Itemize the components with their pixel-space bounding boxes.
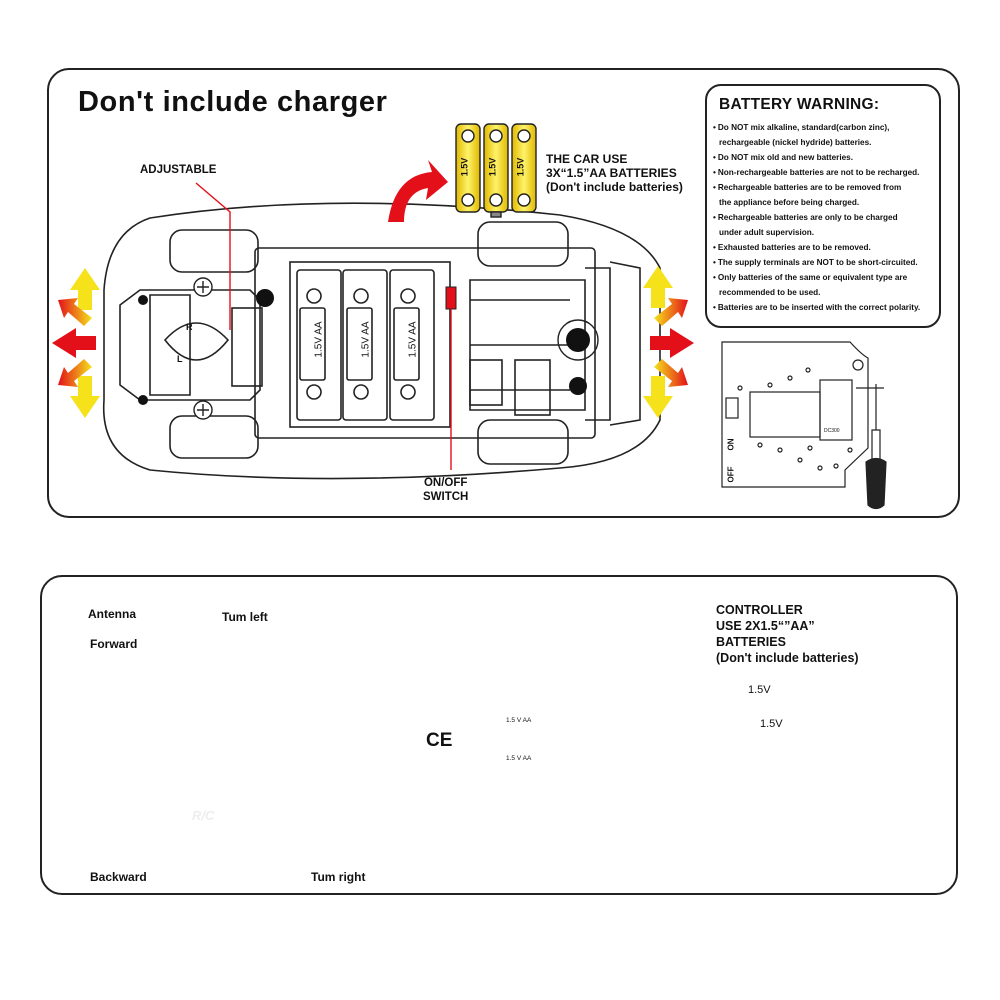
controller-battery-note: CONTROLLER USE 2X1.5“”AA” BATTERIES (Don… — [716, 602, 859, 666]
car-cell-label: 1.5V AA — [360, 321, 372, 358]
pcb-chip-label: DC300 — [824, 428, 840, 434]
battery-warning-line: rechargeable (nickel hydride) batteries. — [719, 138, 872, 147]
battery-warning-line: under adult supervision. — [719, 228, 815, 237]
turn-left-label: Tum left — [222, 610, 268, 624]
car-fasteners — [138, 289, 590, 405]
backward-label: Backward — [90, 870, 147, 884]
car-battery-note: THE CAR USE 3X“1.5”AA BATTERIES (Don't i… — [546, 152, 683, 194]
controller-note-line: USE 2X1.5“”AA” — [716, 619, 815, 633]
battery-warning-line: Only batteries of the same or equivalent… — [713, 270, 935, 285]
controller-cell-label: 1.5 V AA — [506, 755, 532, 762]
battery-warning-line: The supply terminals are NOT to be short… — [713, 255, 935, 270]
controller-note-line: BATTERIES — [716, 635, 786, 649]
switch-label-line: ON/OFF — [423, 477, 468, 489]
battery-warning-line: Exhausted batteries are to be removed. — [713, 240, 935, 255]
insert-arrow — [388, 160, 448, 222]
battery-warning-line: Rechargeable batteries are only to be ch… — [713, 210, 935, 225]
car-screws — [193, 277, 599, 420]
battery-warning-line: Non-rechargeable batteries are not to be… — [713, 165, 935, 180]
battery-warning-title: BATTERY WARNING: — [719, 96, 880, 113]
car-batteries-illustration — [455, 123, 537, 218]
battery-warning-line: the appliance before being charged. — [719, 198, 860, 207]
adjustable-leader-line — [195, 182, 231, 330]
right-direction-arrows — [643, 266, 694, 418]
battery-warning-line: Do NOT mix old and new batteries. — [713, 150, 935, 165]
antenna-label: Antenna — [88, 607, 136, 621]
controller-note-line: CONTROLLER — [716, 603, 803, 617]
left-direction-arrows — [52, 268, 100, 418]
car-cell-label: 1.5V AA — [313, 321, 325, 358]
pcb-illustration — [721, 341, 887, 510]
dial-letter-left: L — [177, 354, 183, 364]
controller-instructions-panel — [40, 575, 958, 895]
pcb-on-label: ON — [726, 438, 736, 451]
turn-right-label: Tum right — [311, 870, 366, 884]
ce-mark: CE — [426, 730, 453, 751]
pcb-off-label: OFF — [726, 466, 736, 483]
car-battery-note-line: (Don't include batteries) — [546, 180, 683, 194]
controller-battery-label: 1.5V — [748, 684, 771, 696]
rc-logo: R/C — [192, 808, 215, 823]
car-cell-label: 1.5V AA — [407, 321, 419, 358]
switch-label-line: SWITCH — [423, 491, 469, 503]
controller-battery-label: 1.5V — [760, 718, 783, 730]
adjustable-label: ADJUSTABLE — [140, 164, 217, 176]
top-battery-label: 1.5V — [487, 157, 498, 177]
battery-warning-line: Do NOT mix alkaline, standard(carbon zin… — [713, 120, 935, 135]
battery-warning-box: BATTERY WARNING: Do NOT mix alkaline, st… — [705, 84, 941, 328]
dial-letter-right: R — [186, 322, 193, 332]
battery-warning-line: Rechargeable batteries are to be removed… — [713, 180, 935, 195]
car-battery-note-line: 3X“1.5”AA BATTERIES — [546, 166, 677, 180]
page-title: Don't include charger — [78, 86, 388, 118]
battery-warning-list: Do NOT mix alkaline, standard(carbon zin… — [713, 120, 935, 315]
on-off-switch-label: ON/OFF SWITCH — [423, 476, 468, 504]
car-body — [102, 202, 661, 480]
on-off-switch[interactable] — [445, 286, 457, 310]
battery-warning-line: recommended to be used. — [719, 288, 821, 297]
controller-cell-label: 1.5 V AA — [506, 717, 532, 724]
top-battery-label: 1.5V — [515, 157, 526, 177]
top-battery-label: 1.5V — [459, 157, 470, 177]
battery-warning-line: Batteries are to be inserted with the co… — [713, 300, 935, 315]
controller-note-line: (Don't include batteries) — [716, 651, 859, 665]
car-battery-note-line: THE CAR USE — [546, 152, 628, 166]
forward-label: Forward — [90, 637, 138, 651]
